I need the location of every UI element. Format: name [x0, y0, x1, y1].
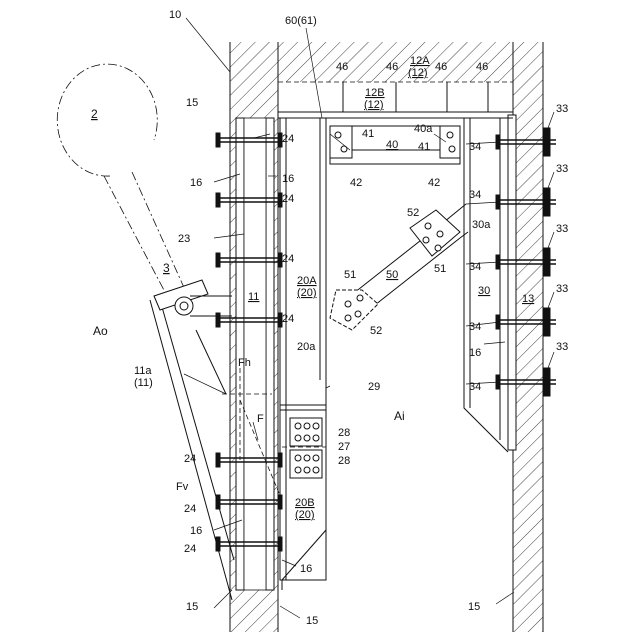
- label-23: 23: [178, 233, 190, 245]
- label-30: 30: [478, 285, 490, 297]
- label-50: 50: [386, 269, 398, 281]
- label-Ai: Ai: [394, 409, 405, 423]
- label-15: 15: [186, 97, 198, 109]
- label-52: 52: [407, 207, 419, 219]
- label-34: 34: [469, 381, 481, 393]
- label-46: 46: [435, 61, 447, 73]
- label-16: 16: [469, 347, 481, 359]
- label-24: 24: [184, 453, 196, 465]
- label-15: 15: [186, 601, 198, 613]
- label-2: 2: [91, 107, 98, 121]
- label-33: 33: [556, 341, 568, 353]
- right-wall: [508, 42, 543, 632]
- label-15: 15: [468, 601, 480, 613]
- label-60: 60(61): [285, 15, 317, 27]
- label-Fv: Fv: [176, 481, 189, 493]
- label-40: 40: [386, 139, 398, 151]
- label-20A-paren: (20): [297, 287, 317, 299]
- label-16: 16: [190, 177, 202, 189]
- label-12B: 12B: [365, 87, 385, 99]
- label-Fh: Fh: [238, 357, 251, 369]
- label-F: F: [257, 413, 264, 425]
- label-24: 24: [282, 253, 294, 265]
- label-46: 46: [476, 61, 488, 73]
- label-Ao: Ao: [93, 324, 108, 338]
- label-13: 13: [522, 293, 534, 305]
- label-34: 34: [469, 141, 481, 153]
- label-20B-paren: (20): [295, 509, 315, 521]
- label-24: 24: [282, 313, 294, 325]
- label-24: 24: [282, 193, 294, 205]
- label-40a: 40a: [414, 123, 433, 135]
- label-3: 3: [163, 261, 170, 275]
- label-41: 41: [418, 141, 430, 153]
- label-29: 29: [368, 381, 380, 393]
- label-12A: 12A: [410, 55, 430, 67]
- label-16: 16: [190, 525, 202, 537]
- label-28: 28: [338, 455, 350, 467]
- label-33: 33: [556, 163, 568, 175]
- label-27: 27: [338, 441, 350, 453]
- label-30a: 30a: [472, 219, 491, 231]
- label-28: 28: [338, 427, 350, 439]
- label-20B: 20B: [295, 497, 315, 509]
- label-42: 42: [428, 177, 440, 189]
- label-24: 24: [184, 503, 196, 515]
- label-51: 51: [434, 263, 446, 275]
- label-46: 46: [386, 61, 398, 73]
- label-16: 16: [300, 563, 312, 575]
- label-11-paren: (11): [134, 377, 153, 389]
- label-24: 24: [282, 133, 294, 145]
- label-34: 34: [469, 261, 481, 273]
- label-16: 16: [282, 173, 294, 185]
- label-10: 10: [169, 9, 181, 21]
- label-33: 33: [556, 103, 568, 115]
- label-41: 41: [362, 128, 374, 140]
- label-46: 46: [336, 61, 348, 73]
- left-wall: [230, 42, 278, 632]
- label-24: 24: [184, 543, 196, 555]
- label-34: 34: [469, 189, 481, 201]
- label-11: 11: [248, 291, 259, 303]
- label-33: 33: [556, 283, 568, 295]
- label-33: 33: [556, 223, 568, 235]
- label-20A: 20A: [297, 275, 317, 287]
- label-15: 15: [306, 615, 318, 627]
- label-42: 42: [350, 177, 362, 189]
- label-51: 51: [344, 269, 356, 281]
- label-12B-paren: (12): [364, 99, 384, 111]
- label-34: 34: [469, 321, 481, 333]
- diagonal-brace-50: [330, 204, 468, 330]
- label-52: 52: [370, 325, 382, 337]
- label-12A-paren: (12): [408, 67, 428, 79]
- label-11a: 11a: [134, 365, 152, 377]
- label-20a: 20a: [297, 341, 316, 353]
